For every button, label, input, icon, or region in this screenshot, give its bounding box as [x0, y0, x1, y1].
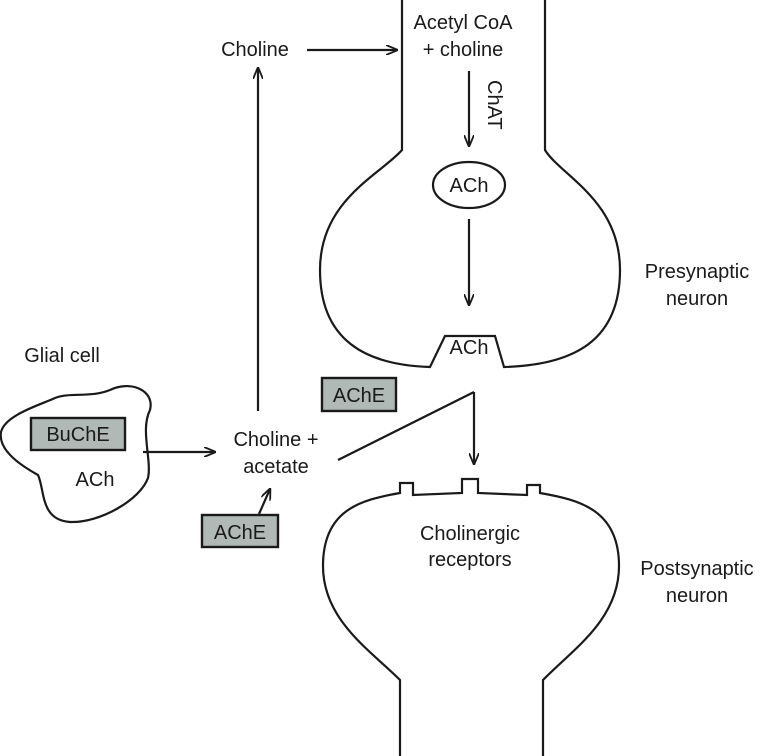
buche-label: BuChE	[46, 424, 109, 446]
ache-bottom-box	[200, 513, 280, 549]
presynaptic-neuron-outline	[318, 0, 622, 369]
glial-cell-outline	[0, 385, 152, 524]
ache-catalysis-arrow	[257, 489, 270, 515]
glial-ach-label: ACh	[76, 469, 115, 491]
ache-cleft-label: AChE	[333, 385, 385, 407]
ach-vesicle-label: ACh	[450, 175, 489, 197]
choline-plus-label: Choline +	[233, 429, 318, 451]
chat-label: ChAT	[483, 80, 505, 130]
ache-cleft-box	[320, 376, 398, 413]
postsynaptic-label-line1: Postsynaptic	[640, 558, 753, 580]
receptors-label-line1: Cholinergic	[420, 523, 520, 545]
receptors-label-line2: receptors	[428, 549, 511, 571]
ach-release-label: ACh	[450, 337, 489, 359]
buche-box	[29, 416, 127, 452]
ach-vesicle	[431, 160, 507, 210]
acetate-label: acetate	[243, 456, 309, 478]
choline-label: Choline	[221, 39, 289, 61]
presynaptic-label-line1: Presynaptic	[645, 261, 750, 283]
glial-cell-label: Glial cell	[24, 345, 100, 367]
presynaptic-label-line2: neuron	[666, 288, 728, 310]
plus-choline-label: + choline	[423, 39, 504, 61]
acetyl-coa-label: Acetyl CoA	[414, 12, 514, 34]
postsynaptic-label-line2: neuron	[666, 585, 728, 607]
postsynaptic-neuron-outline	[321, 477, 621, 756]
ach-hydrolysis-line	[337, 391, 475, 461]
ache-bottom-label: AChE	[214, 522, 266, 544]
